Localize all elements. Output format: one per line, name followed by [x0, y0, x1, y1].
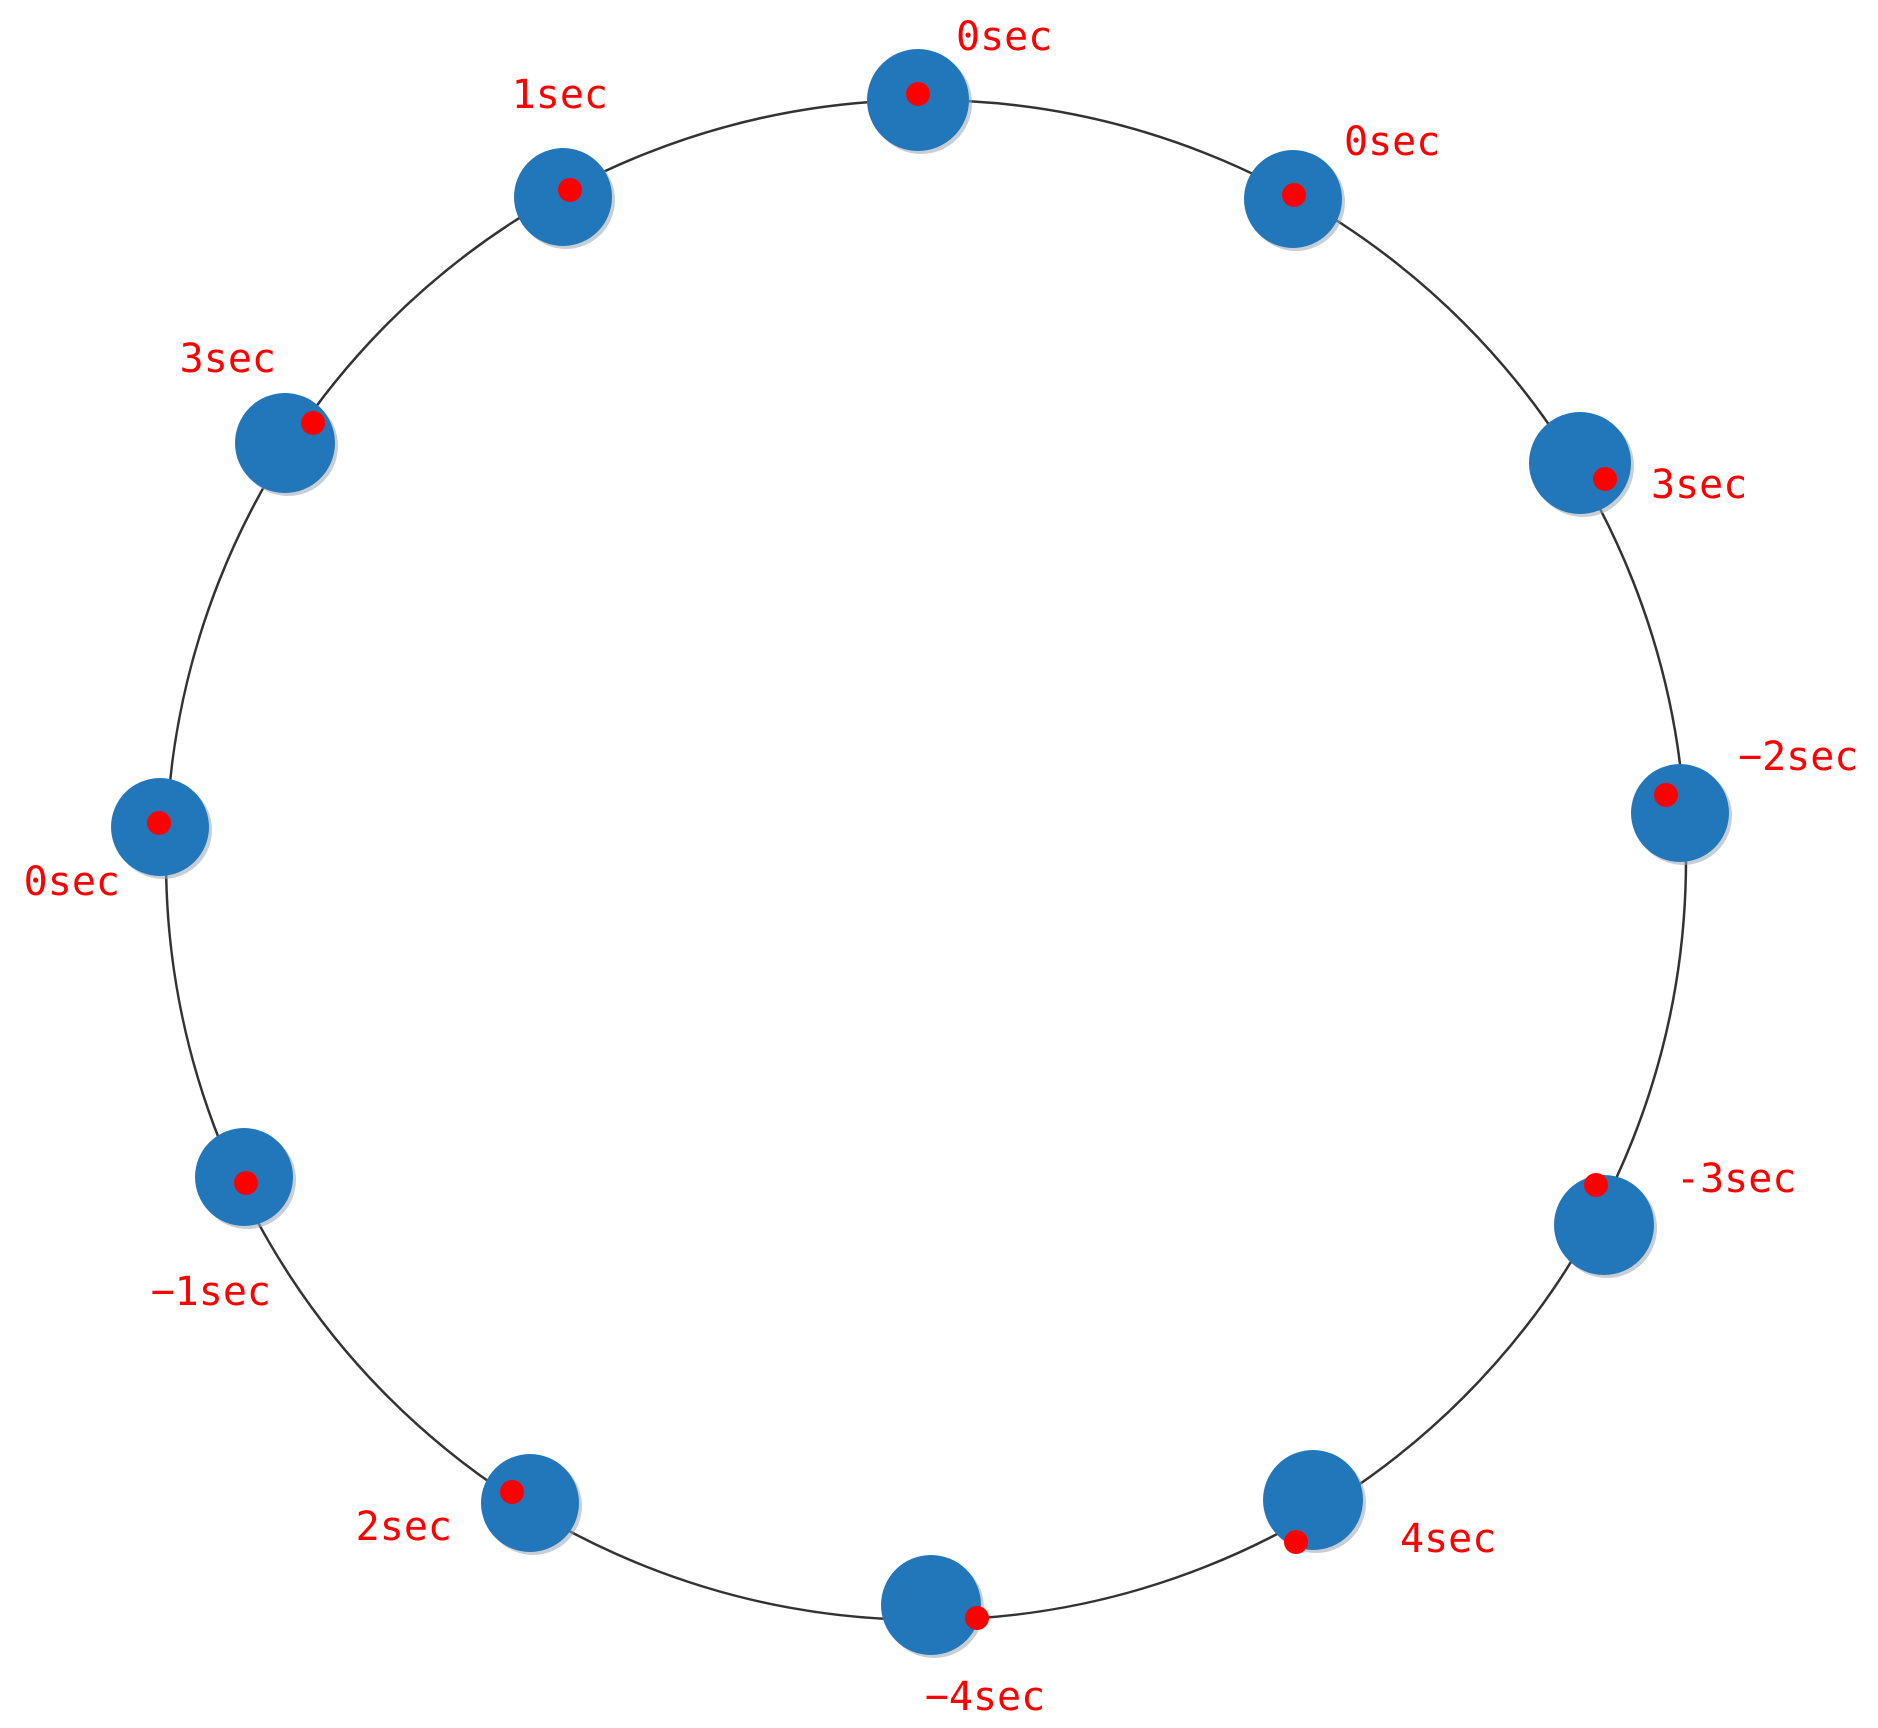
node-5-disc — [1554, 1175, 1654, 1275]
node-1-offset-label: 0sec — [956, 14, 1052, 60]
node-6: 4sec — [1263, 1450, 1496, 1562]
node-8-offset-label: 2sec — [356, 1504, 452, 1550]
node-9-offset-label: −1sec — [151, 1269, 271, 1315]
node-10-offset-label: 0sec — [24, 859, 120, 905]
node-7-offset-marker — [965, 1606, 989, 1630]
node-9-offset-marker — [234, 1171, 258, 1195]
node-4-disc — [1631, 764, 1729, 862]
node-1-offset-marker — [906, 82, 930, 106]
node-4-offset-label: −2sec — [1738, 734, 1858, 780]
node-2: 0sec — [1244, 119, 1440, 251]
node-10-offset-marker — [147, 811, 171, 835]
node-2-offset-marker — [1282, 183, 1306, 207]
node-5-offset-marker — [1584, 1173, 1608, 1197]
node-7-offset-label: −4sec — [925, 1674, 1045, 1720]
node-7: −4sec — [881, 1555, 1045, 1720]
node-11-disc — [235, 393, 335, 493]
node-5-offset-label: -3sec — [1676, 1156, 1796, 1202]
node-11: 3sec — [180, 336, 338, 496]
node-12-offset-marker — [558, 178, 582, 202]
node-12: 1sec — [512, 72, 615, 249]
node-4: −2sec — [1631, 734, 1858, 865]
node-2-offset-label: 0sec — [1344, 119, 1440, 165]
node-11-offset-marker — [301, 411, 325, 435]
node-5: -3sec — [1554, 1156, 1796, 1278]
ring — [164, 98, 1688, 1622]
node-12-offset-label: 1sec — [512, 72, 608, 118]
node-4-offset-marker — [1654, 783, 1678, 807]
node-3-disc — [1529, 412, 1631, 514]
node-6-offset-marker — [1284, 1530, 1308, 1554]
node-11-offset-label: 3sec — [180, 336, 276, 382]
node-8-offset-marker — [500, 1480, 524, 1504]
node-9: −1sec — [151, 1128, 296, 1315]
node-8-disc — [481, 1454, 579, 1552]
node-1: 0sec — [867, 14, 1052, 154]
node-3-offset-marker — [1593, 467, 1617, 491]
node-10: 0sec — [24, 778, 212, 905]
node-6-disc — [1263, 1450, 1363, 1550]
node-3: 3sec — [1529, 412, 1747, 517]
node-3-offset-label: 3sec — [1651, 462, 1747, 508]
node-7-disc — [881, 1555, 981, 1655]
node-6-offset-label: 4sec — [1400, 1516, 1496, 1562]
node-8: 2sec — [356, 1454, 582, 1555]
